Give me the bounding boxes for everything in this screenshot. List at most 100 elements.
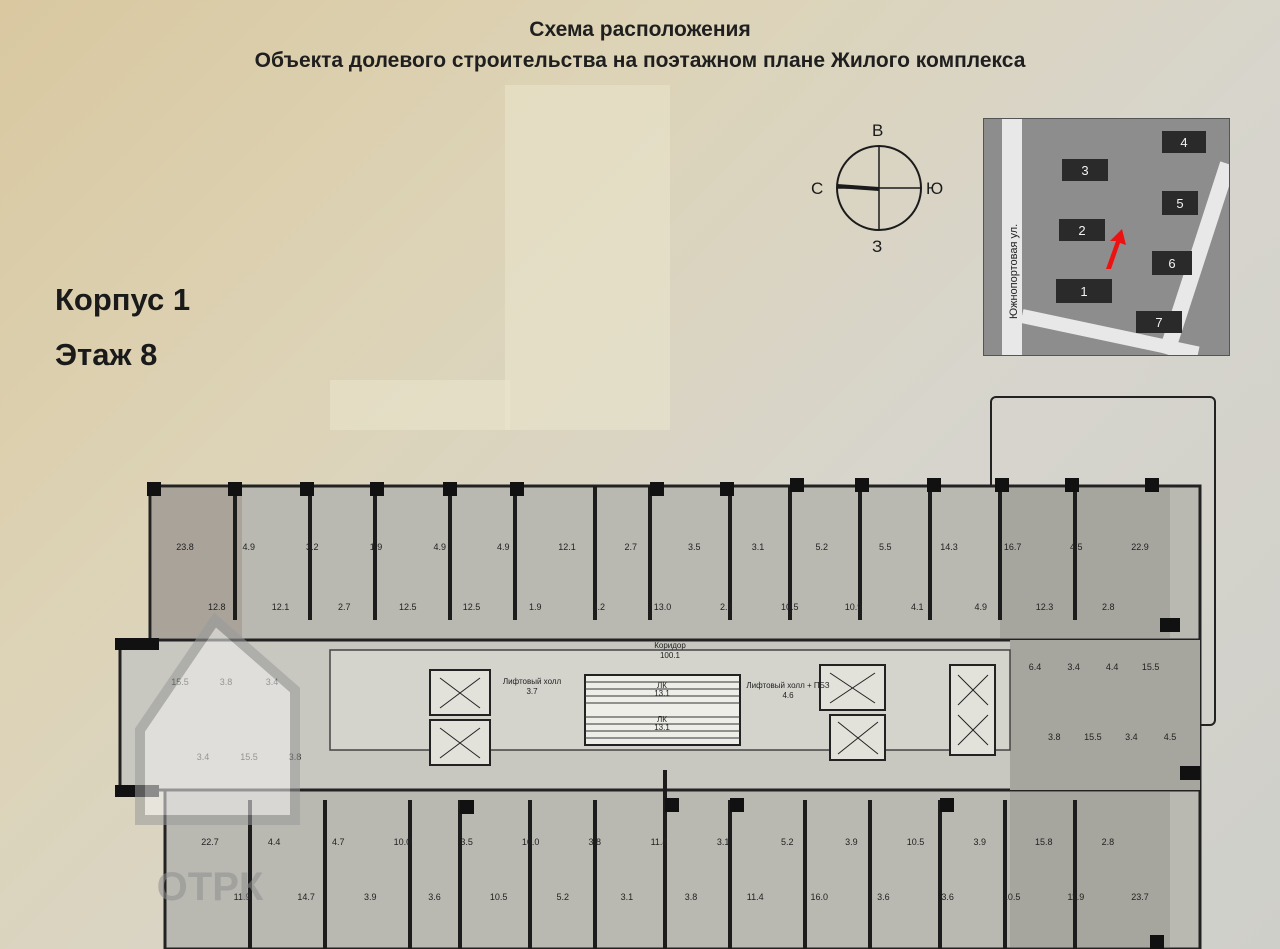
building-1: 1 <box>1056 279 1112 303</box>
road <box>1002 119 1022 355</box>
room-area-label: 14.3 <box>940 542 958 552</box>
lift-hall-right-value: 4.6 <box>782 691 794 700</box>
room-area-label: 3.9 <box>845 837 858 847</box>
room-area-label: 4.9 <box>975 602 988 612</box>
compass-east-label: В <box>872 121 883 140</box>
room-area-label: 5.2 <box>557 892 570 902</box>
room-area-label: 3.9 <box>973 837 986 847</box>
room-area-label: 15.8 <box>1035 837 1053 847</box>
building-2: 2 <box>1059 219 1105 241</box>
room-area-label: 10.0 <box>394 837 412 847</box>
building-5: 5 <box>1162 191 1198 215</box>
room-area-label: 4.9 <box>497 542 510 552</box>
compass-icon: В С Ю З <box>811 121 943 256</box>
room-area-label: 10.5 <box>781 602 799 612</box>
room-area-label: 3.1 <box>717 837 730 847</box>
room-area-label: 23.8 <box>176 542 194 552</box>
room-area-label: 3.6 <box>428 892 441 902</box>
lift-hall-left-value: 3.7 <box>526 687 538 696</box>
room-area-label: 12.5 <box>399 602 417 612</box>
room-area-label: 4.4 <box>268 837 281 847</box>
room-area-label: 10.9 <box>845 602 863 612</box>
room-area-label: 11.4 <box>747 892 764 902</box>
room-area-label: 2.8 <box>1102 602 1115 612</box>
building-4: 4 <box>1162 131 1206 153</box>
room-area-label: 12.5 <box>463 602 481 612</box>
room-area-label: 3.6 <box>941 892 954 902</box>
room-area-label: 16.0 <box>811 892 829 902</box>
building-3: 3 <box>1062 159 1108 181</box>
room-area-label: 14.7 <box>297 892 315 902</box>
room-area-label: 5.5 <box>879 542 892 552</box>
watermark-logo: ОТРК <box>135 612 300 909</box>
room-area-label: 15.5 <box>1142 662 1160 672</box>
watermark-text: ОТРК <box>157 865 264 909</box>
room-area-label: 2.9 <box>720 602 733 612</box>
room-area-label: 4.7 <box>332 837 345 847</box>
room-area-label: 12.1 <box>272 602 290 612</box>
room-area-label: 15.5 <box>1084 732 1102 742</box>
room-area-label: 12.3 <box>1036 602 1054 612</box>
room-area-label: 3.1 <box>752 542 765 552</box>
room-area-label: 4.5 <box>1070 542 1083 552</box>
room-area-label: 3.5 <box>688 542 701 552</box>
room-area-label: 2.7 <box>624 542 637 552</box>
lift-hall-left-label: Лифтовый холл <box>503 677 562 686</box>
room-area-label: 10.5 <box>1003 892 1021 902</box>
room-area-label: 2.8 <box>1102 837 1115 847</box>
corridor-label: Коридор <box>654 641 686 650</box>
floor-plan: Коридор 100.1 Лифтовый холл 3.7 Лифтовый… <box>115 478 1202 949</box>
room-area-label: 1.9 <box>529 602 542 612</box>
room-area-label: 4.4 <box>1106 662 1119 672</box>
scheme-title: Схема расположения <box>529 18 751 41</box>
building-label: Корпус 1 <box>55 282 191 317</box>
paper-patch <box>330 380 510 430</box>
room-area-label: 3.4 <box>1125 732 1138 742</box>
lk-top-label: ЛК <box>657 681 667 690</box>
room-area-label: 4.5 <box>1164 732 1177 742</box>
room-area-label: 10.5 <box>490 892 508 902</box>
corridor-value: 100.1 <box>660 651 681 660</box>
room-area-label: 3.2 <box>593 602 606 612</box>
room-area-label: 10.5 <box>907 837 925 847</box>
room-area-label: 4.1 <box>911 602 924 612</box>
floor-label: Этаж 8 <box>55 337 158 372</box>
location-arrow-icon <box>1106 229 1126 269</box>
room-area-label: 22.9 <box>1131 542 1149 552</box>
room-area-label: 12.1 <box>558 542 576 552</box>
room-area-label: 11.9 <box>1067 892 1084 902</box>
room-area-label: 3.8 <box>685 892 698 902</box>
room-area-label: 12.8 <box>208 602 226 612</box>
room-area-label: 22.7 <box>201 837 219 847</box>
room-area-label: 5.2 <box>781 837 794 847</box>
lk-bottom-label: ЛК <box>657 715 667 724</box>
room-area-label: 3.8 <box>589 837 602 847</box>
room-area-label: 23.7 <box>1131 892 1149 902</box>
room-area-label: 3.1 <box>621 892 634 902</box>
room-area-label: 16.0 <box>522 837 540 847</box>
room-area-label: 11.4 <box>651 837 668 847</box>
room-area-label: 3.6 <box>877 892 890 902</box>
room-area-label: 2.7 <box>338 602 351 612</box>
paper-patch <box>505 85 670 430</box>
compass-south-label: Ю <box>926 179 943 198</box>
room-area-label: 3.2 <box>306 542 319 552</box>
room-area-label: 6.4 <box>1029 662 1042 672</box>
scheme-subtitle: Объекта долевого строительства на поэтаж… <box>254 49 1026 72</box>
site-map: Южнопортовая ул. 3 2 1 4 5 6 7 <box>983 118 1230 356</box>
room-area-label: 4.9 <box>433 542 446 552</box>
room-area-label: 16.7 <box>1004 542 1022 552</box>
room-area-label: 3.8 <box>1048 732 1061 742</box>
room-area-label: 13.0 <box>654 602 672 612</box>
room-area-label: 5.2 <box>815 542 828 552</box>
lk-top-value: 13.1 <box>654 689 670 698</box>
room-area-label: 11.9 <box>234 892 251 902</box>
compass-north-label: С <box>811 179 823 198</box>
compass-west-label: З <box>872 237 882 256</box>
room-area-label: 3.4 <box>1067 662 1080 672</box>
street-label: Южнопортовая ул. <box>1008 223 1020 319</box>
room-area-label: 4.9 <box>242 542 255 552</box>
room-area-label: 3.9 <box>364 892 377 902</box>
building-6: 6 <box>1152 251 1192 275</box>
lk-bottom-value: 13.1 <box>654 723 670 732</box>
